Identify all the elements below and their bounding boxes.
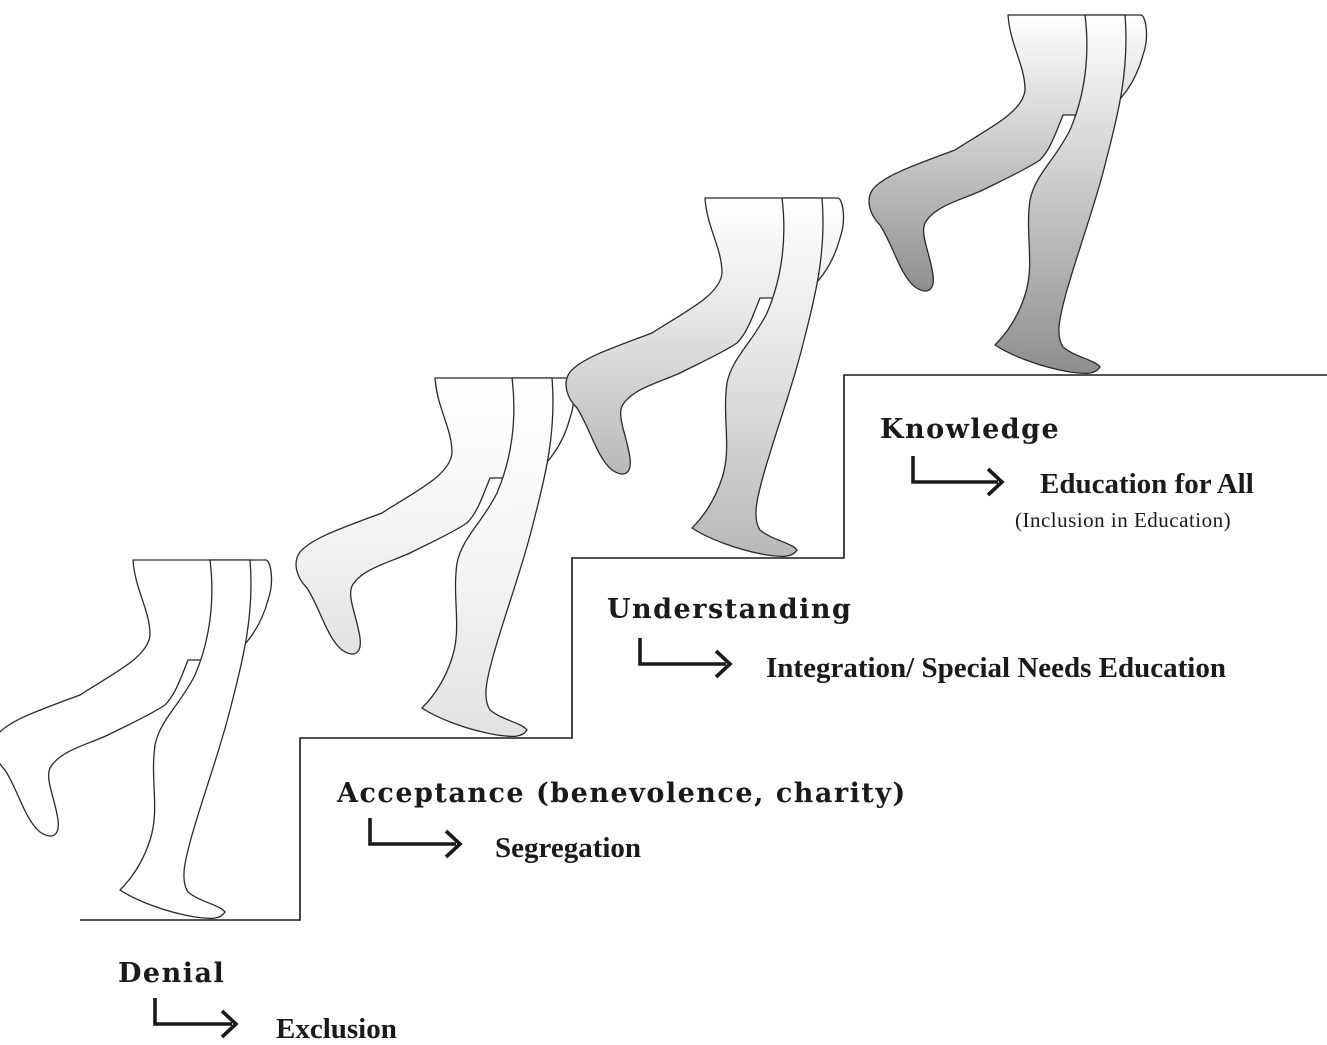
stage-denial: Denial Exclusion <box>118 958 397 1045</box>
stage-note: (Inclusion in Education) <box>1015 508 1231 532</box>
right-arrow-icon <box>911 456 1005 497</box>
stage-title: Denial <box>118 958 225 989</box>
stage-outcome: Education for All <box>1040 468 1254 500</box>
stage-outcome: Exclusion <box>276 1013 397 1045</box>
walking-legs-icon-step-2 <box>295 377 575 738</box>
walking-legs-icon-step-4 <box>868 14 1148 375</box>
stage-title: Knowledge <box>880 414 1060 445</box>
walking-legs-icon-step-1 <box>0 559 273 920</box>
right-arrow-icon <box>638 638 733 679</box>
stage-understanding: Understanding Integration/ Special Needs… <box>607 594 1226 684</box>
stage-title: Understanding <box>607 594 852 625</box>
walking-legs-icon-step-3 <box>565 197 845 558</box>
right-arrow-icon <box>368 818 463 859</box>
stage-outcome: Segregation <box>495 832 641 864</box>
stage-acceptance: Acceptance (benevolence, charity) Segreg… <box>336 778 907 864</box>
staircase-outline <box>80 374 1327 921</box>
stage-knowledge: Knowledge Education for All (Inclusion i… <box>880 414 1254 532</box>
stage-outcome: Integration/ Special Needs Education <box>766 652 1226 684</box>
stage-title: Acceptance (benevolence, charity) <box>336 778 907 809</box>
right-arrow-icon <box>153 998 239 1039</box>
